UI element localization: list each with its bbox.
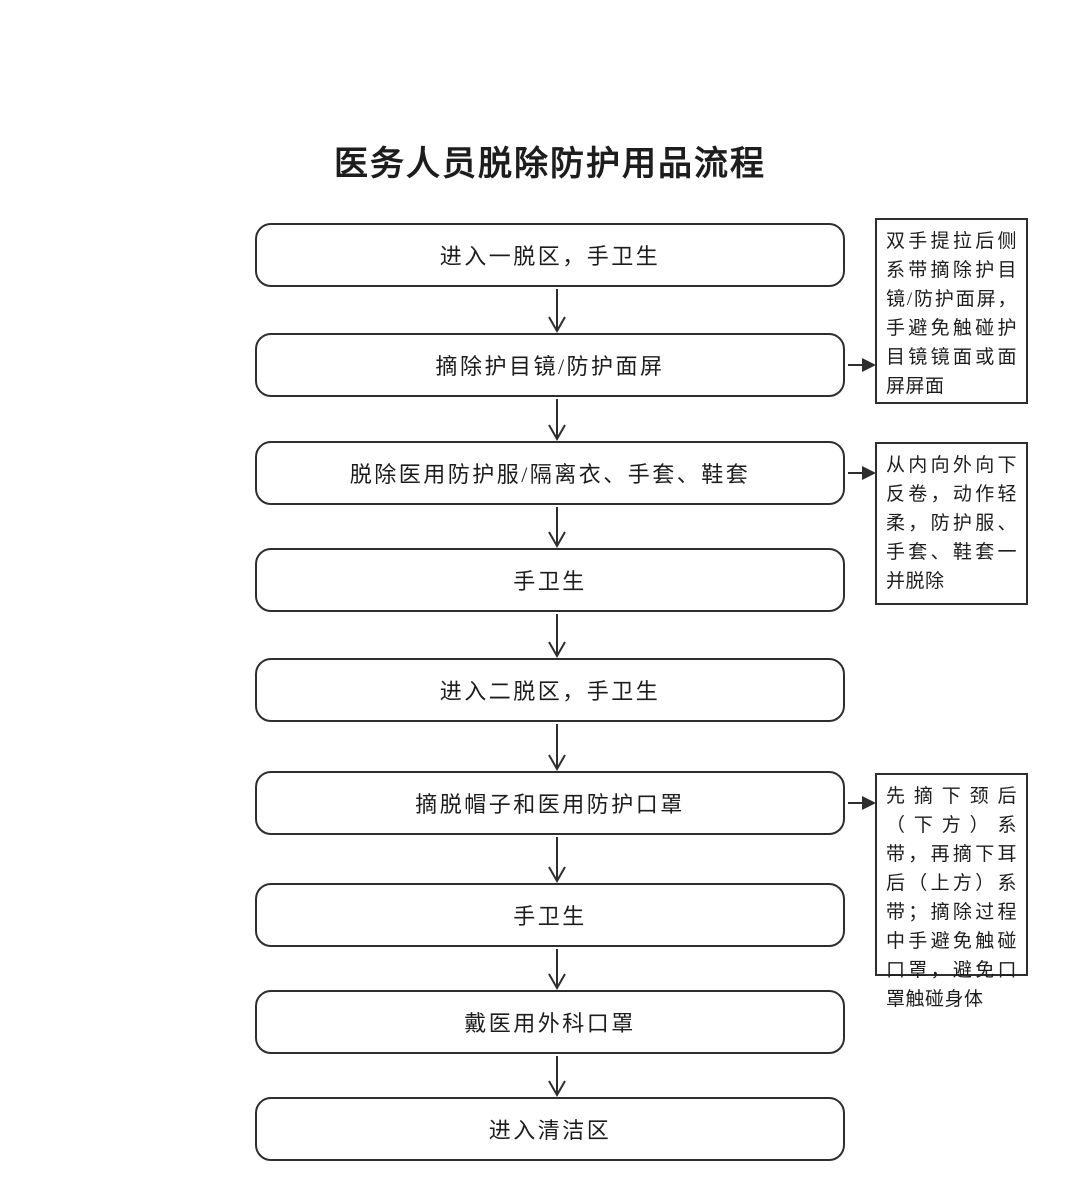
flow-step-1: 进入一脱区，手卫生 <box>255 223 845 287</box>
page-title: 医务人员脱除防护用品流程 <box>334 146 766 183</box>
flow-arrow-1 <box>548 289 566 334</box>
annotation-arrow-3 <box>848 796 876 810</box>
annotation-box-3: 先摘下颈后（下方）系带，再摘下耳后（上方）系带；摘除过程中手避免触碰口罩，避免口… <box>875 773 1028 1010</box>
flow-step-5: 进入二脱区，手卫生 <box>255 658 845 722</box>
flow-arrow-4 <box>548 614 566 659</box>
flow-arrow-7 <box>548 949 566 991</box>
annotation-arrow-2 <box>848 466 876 480</box>
annotation-box-1: 双手提拉后侧系带摘除护目镜/防护面屏，手避免触碰护目镜镜面或面屏屏面 <box>875 218 1028 404</box>
flow-step-4: 手卫生 <box>255 548 845 612</box>
flow-arrow-8 <box>548 1056 566 1098</box>
flow-step-2: 摘除护目镜/防护面屏 <box>255 333 845 397</box>
flow-arrow-5 <box>548 724 566 772</box>
flow-step-3: 脱除医用防护服/隔离衣、手套、鞋套 <box>255 441 845 505</box>
annotation-arrow-1 <box>848 358 876 372</box>
flow-step-9: 进入清洁区 <box>255 1097 845 1161</box>
flow-arrow-2 <box>548 399 566 442</box>
flow-step-6: 摘脱帽子和医用防护口罩 <box>255 771 845 835</box>
annotation-box-2: 从内向外向下反卷，动作轻柔，防护服、手套、鞋套一并脱除 <box>875 442 1028 605</box>
flow-arrow-6 <box>548 837 566 884</box>
flow-step-7: 手卫生 <box>255 883 845 947</box>
flow-arrow-3 <box>548 507 566 549</box>
flow-step-8: 戴医用外科口罩 <box>255 990 845 1054</box>
